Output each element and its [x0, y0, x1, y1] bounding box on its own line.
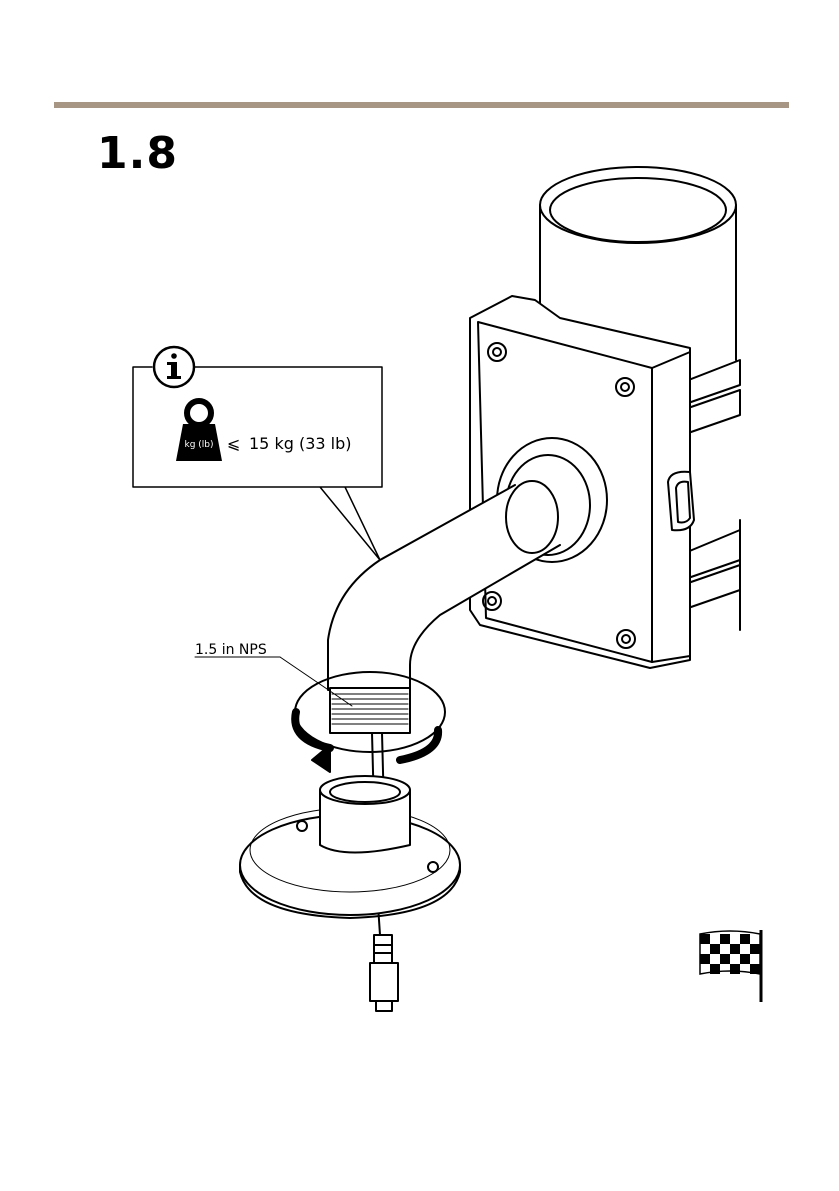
mount-plate [470, 296, 694, 668]
thread-size-label: 1.5 in NPS [195, 642, 267, 658]
info-icon [154, 347, 194, 387]
checkered-flag-icon [700, 930, 761, 1002]
less-equal-symbol: ⩽ [227, 434, 240, 453]
network-connector [370, 935, 398, 1011]
weight-icon-label: kg (lb) [180, 440, 218, 450]
base-flange [240, 776, 460, 918]
max-load-text: 15 kg (33 lb) [249, 434, 351, 453]
